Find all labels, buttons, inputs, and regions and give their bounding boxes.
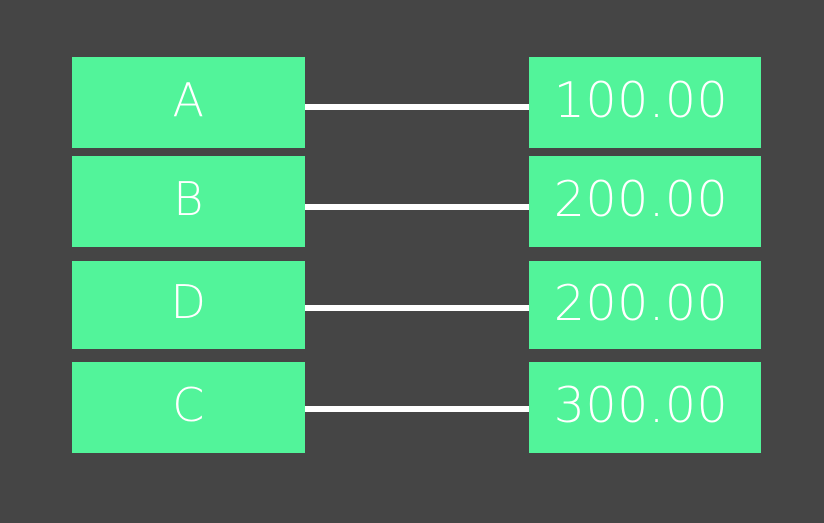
sankey-target-node[interactable]: 100.00 (529, 57, 761, 148)
sankey-node-label: C (172, 377, 205, 432)
sankey-target-node[interactable]: 200.00 (529, 261, 761, 349)
sankey-node-label: A (172, 72, 205, 127)
sankey-node-label: B (173, 171, 204, 226)
sankey-link[interactable] (305, 104, 529, 110)
sankey-source-node[interactable]: A (72, 57, 305, 148)
sankey-link[interactable] (305, 406, 529, 412)
sankey-link[interactable] (305, 204, 529, 210)
sankey-link[interactable] (305, 305, 529, 311)
sankey-target-node[interactable]: 300.00 (529, 362, 761, 453)
sankey-node-value-label: 300.00 (553, 377, 729, 434)
sankey-node-value-label: 100.00 (553, 72, 729, 129)
sankey-source-node[interactable]: B (72, 156, 305, 247)
sankey-target-node[interactable]: 200.00 (529, 156, 761, 247)
sankey-node-value-label: 200.00 (553, 274, 729, 332)
sankey-source-node[interactable]: D (72, 261, 305, 349)
sankey-node-label: D (170, 275, 207, 329)
sankey-source-node[interactable]: C (72, 362, 305, 453)
sankey-node-value-label: 200.00 (553, 171, 729, 228)
